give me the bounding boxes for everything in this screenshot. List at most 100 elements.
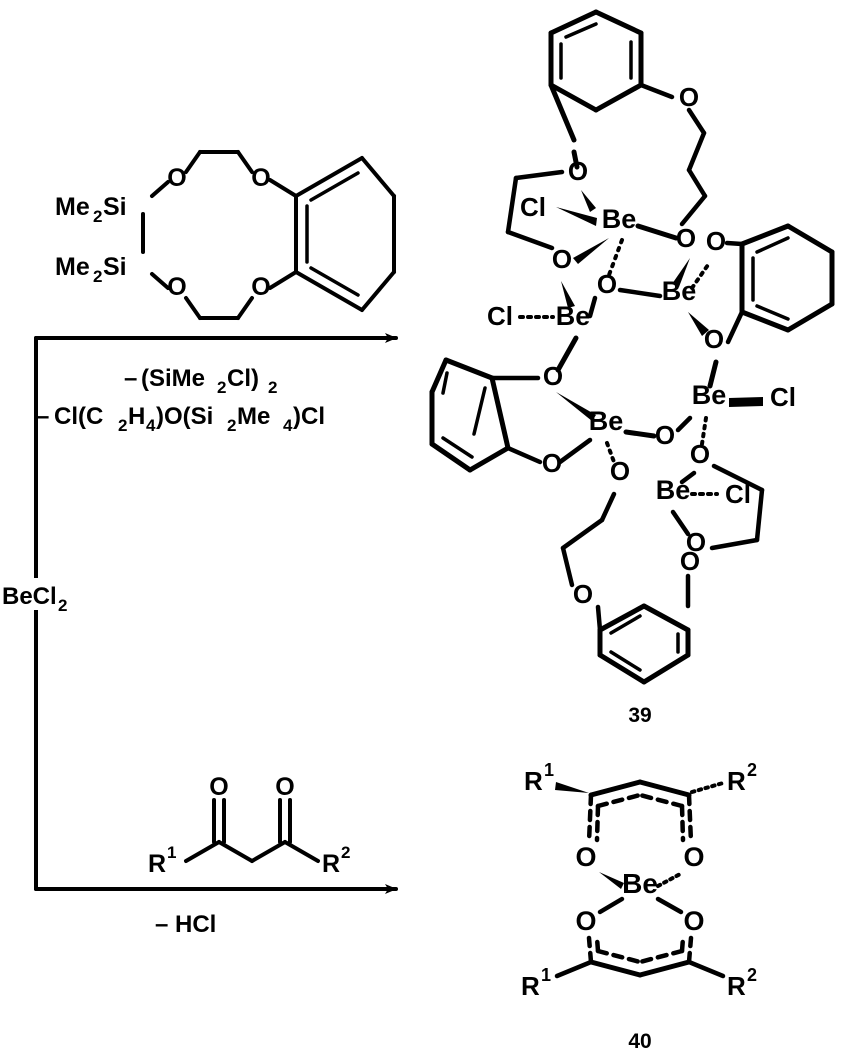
- o-be5-lower-39: O: [690, 439, 710, 469]
- compound-label-40: 40: [628, 1030, 651, 1053]
- bond-o-be4-wedge: [556, 392, 596, 421]
- byproduct-1-part-b: Cl): [227, 365, 259, 392]
- bond-o-be3-wedge: [561, 281, 575, 308]
- o-catechol-left-lower-39: O: [542, 448, 562, 478]
- bond-be4-o-right: [623, 429, 657, 439]
- byproduct-silyl-chloride: – (SiMe 2 Cl) 2: [124, 365, 277, 397]
- byproduct-2-part-c: )O(Si: [156, 403, 213, 430]
- benzo-ring-39-right: [724, 223, 835, 345]
- product-39-structure: O O Cl Be O O O Be: [429, 9, 835, 727]
- r1-upper-40: R: [524, 766, 543, 796]
- bond-r1-lower-40: [554, 959, 594, 979]
- byproduct-2-part-b: H: [128, 403, 145, 430]
- bond-be1-o-left-wedge: [573, 238, 609, 264]
- bond-o-be5: [707, 359, 719, 389]
- bond-be-o-lower-right-40: [655, 896, 684, 915]
- o-upper-left-40: O: [575, 842, 596, 872]
- byproduct-2-part-a: Cl(C: [54, 403, 103, 430]
- diketone-r1-sup: 1: [167, 843, 176, 862]
- bond-be1-o-center: [635, 223, 679, 241]
- r2-lower-label-40: R 2: [727, 965, 757, 1001]
- bond-be2-o-catechol-hash: [690, 260, 712, 290]
- r1-upper-label-40: R 1: [524, 760, 554, 796]
- disilane-upper-label: Me 2 Si: [55, 193, 127, 226]
- bond-o-be6: [679, 470, 697, 485]
- bond-r2-lower-40: [686, 959, 726, 979]
- o-be4-lower-39: O: [610, 456, 630, 486]
- diketone-r1: R: [148, 850, 166, 878]
- byproduct-chloro-siloxane: – Cl(C 2 H 4 )O(Si 2 Me 4 )Cl: [36, 403, 325, 435]
- chelate-ring-upper-40: O O R 1 R 2: [524, 760, 757, 872]
- r2-lower-sup-40: 2: [747, 965, 757, 985]
- diketone-o-right: O: [275, 773, 294, 801]
- r2-upper-sup-40: 2: [747, 760, 757, 780]
- o-catechol-upper-39: O: [706, 226, 726, 256]
- becl2-sub: 2: [58, 596, 67, 615]
- me2si-upper-sub: 2: [93, 207, 102, 226]
- byproduct-2-sub-a: 2: [118, 416, 127, 435]
- o-lower-left-40: O: [575, 906, 596, 936]
- benzo-ring-39-left: [429, 357, 543, 473]
- me2si-upper-si: Si: [103, 193, 127, 221]
- be4-39: Be: [589, 406, 624, 436]
- condition-bottom-byproduct: – HCl: [155, 911, 216, 938]
- o-crown-bottom-left-39: O: [573, 579, 593, 609]
- diketone-o-left: O: [209, 773, 228, 801]
- be-center-40: Be: [622, 868, 658, 899]
- minus-sign-3: –: [155, 911, 168, 938]
- disilane-lower-label: Me 2 Si: [55, 253, 127, 286]
- bond-cl-be1-wedge: [556, 207, 597, 226]
- diketone-r1-label: R 1: [148, 843, 176, 878]
- byproduct-1-sub-b: 2: [268, 378, 277, 397]
- bond-be5-o-hash: [700, 416, 708, 446]
- compound-label-39: 39: [628, 704, 651, 727]
- o-bridge-mu3-39: O: [597, 269, 617, 299]
- o-be3-lower-39: O: [543, 361, 563, 391]
- diketone-r2-label: R 2: [322, 843, 350, 878]
- me2si-upper-me: Me: [55, 193, 90, 221]
- crown-o-bottom-left: O: [167, 273, 186, 301]
- byproduct-2-sub-b: 4: [146, 416, 156, 435]
- o-bridge-lower-39: O: [655, 420, 675, 450]
- minus-sign-2: –: [36, 403, 49, 430]
- bond-o-be2-wedge: [672, 258, 690, 287]
- reagent-sila-crown-ether: O O O O Me 2 Si Me 2 Si: [55, 150, 396, 320]
- delocalized-bonds-upper-40: [586, 792, 694, 845]
- byproduct-hcl: HCl: [175, 911, 216, 938]
- bond-obridge-be2: [617, 287, 663, 299]
- delocalized-bonds-lower-40: [586, 935, 694, 965]
- bond-be1-o-bridge-hash: [607, 238, 624, 277]
- me2si-lower-si: Si: [103, 253, 127, 281]
- benzo-ring-reagent: [294, 156, 396, 312]
- r2-upper-40: R: [727, 766, 746, 796]
- bond-be3-o-lower: [555, 335, 579, 373]
- bond-be6-o-bottom: [670, 509, 691, 537]
- r1-upper-sup-40: 1: [544, 760, 554, 780]
- r2-upper-label-40: R 2: [727, 760, 757, 796]
- benzo-ring-39-top: [548, 9, 644, 113]
- byproduct-2-part-d: Me: [237, 403, 270, 430]
- o-lower-right-40: O: [683, 906, 704, 936]
- o-upper-right-40: O: [683, 842, 704, 872]
- benzo-ring-39-bottom: [595, 573, 691, 685]
- diketone-r2: R: [322, 850, 340, 878]
- byproduct-1-sub-a: 2: [217, 378, 226, 397]
- crown-o-bottom-right: O: [251, 273, 270, 301]
- chelate-ring-lower-40: O O R 1 R 2: [521, 906, 757, 1001]
- byproduct-2-part-e: )Cl: [293, 403, 325, 430]
- o-top-be1-39: O: [568, 156, 588, 186]
- o-crown-bottom-right-39: O: [680, 546, 700, 576]
- o-crown-top-right-39: O: [679, 82, 699, 112]
- bond-be2-o-lower-wedge: [688, 312, 709, 336]
- cl-be3-39: Cl: [487, 301, 513, 331]
- condition-top-byproducts: – (SiMe 2 Cl) 2 – Cl(C 2 H 4 )O(Si 2 Me …: [36, 365, 325, 435]
- bond-o-be1-wedge: [581, 190, 596, 212]
- crown-o-top-right: O: [251, 164, 270, 192]
- be1-39: Be: [602, 204, 637, 234]
- diketone-r2-sup: 2: [341, 843, 350, 862]
- byproduct-2-sub-c: 2: [227, 416, 236, 435]
- bond-be4-o-hash: [605, 441, 616, 464]
- o-center-right-39: O: [676, 223, 696, 253]
